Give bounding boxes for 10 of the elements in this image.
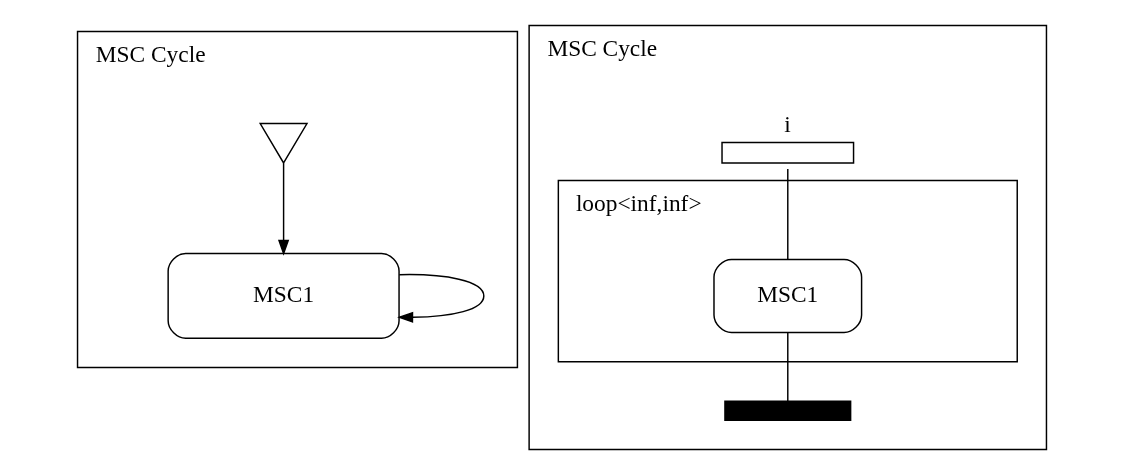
node-label: i <box>783 110 791 137</box>
node-bar <box>723 400 851 421</box>
node-triangle <box>258 122 308 165</box>
arrow <box>396 273 485 323</box>
connector <box>786 332 788 402</box>
node-box: MSC1 <box>712 258 862 334</box>
node-box <box>720 141 854 164</box>
connector <box>786 168 788 261</box>
arrow <box>277 162 289 256</box>
node-box: MSC1 <box>166 252 400 340</box>
